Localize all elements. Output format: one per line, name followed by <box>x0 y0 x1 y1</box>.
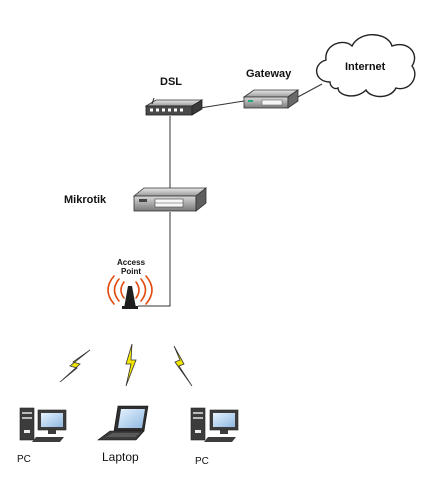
pc-left-device <box>19 407 67 442</box>
access-point-label-line2: Point <box>121 267 141 276</box>
pc-icon <box>19 407 67 442</box>
lightning-icon <box>59 349 91 383</box>
pc-icon <box>190 407 239 442</box>
gateway-device <box>242 89 300 109</box>
dsl-label: DSL <box>160 76 182 88</box>
lightning-icon <box>173 345 193 387</box>
laptop-label: Laptop <box>102 450 139 464</box>
mikrotik-label: Mikrotik <box>64 194 107 206</box>
cloud-icon <box>316 34 416 98</box>
laptop-icon <box>97 405 149 441</box>
lightning-icon <box>125 343 137 387</box>
pc-right-label: PC <box>195 456 209 467</box>
antenna-icon <box>107 275 153 309</box>
link-gateway-internet <box>295 83 323 99</box>
router-icon <box>242 89 300 109</box>
laptop-device <box>97 405 149 441</box>
server-icon <box>132 187 208 212</box>
link-dsl-gateway <box>199 100 245 109</box>
pc-left-label: PC <box>17 454 31 465</box>
access-point-device <box>107 275 153 309</box>
access-point-label-line1: Access <box>117 258 146 267</box>
dsl-device <box>144 97 204 116</box>
internet-label: Internet <box>345 61 386 73</box>
mikrotik-device <box>132 187 208 212</box>
connection-lines <box>138 83 323 307</box>
router-icon <box>144 97 204 116</box>
gateway-label: Gateway <box>246 68 292 80</box>
pc-right-device <box>190 407 239 442</box>
link-mikrotik-ap <box>138 212 171 307</box>
